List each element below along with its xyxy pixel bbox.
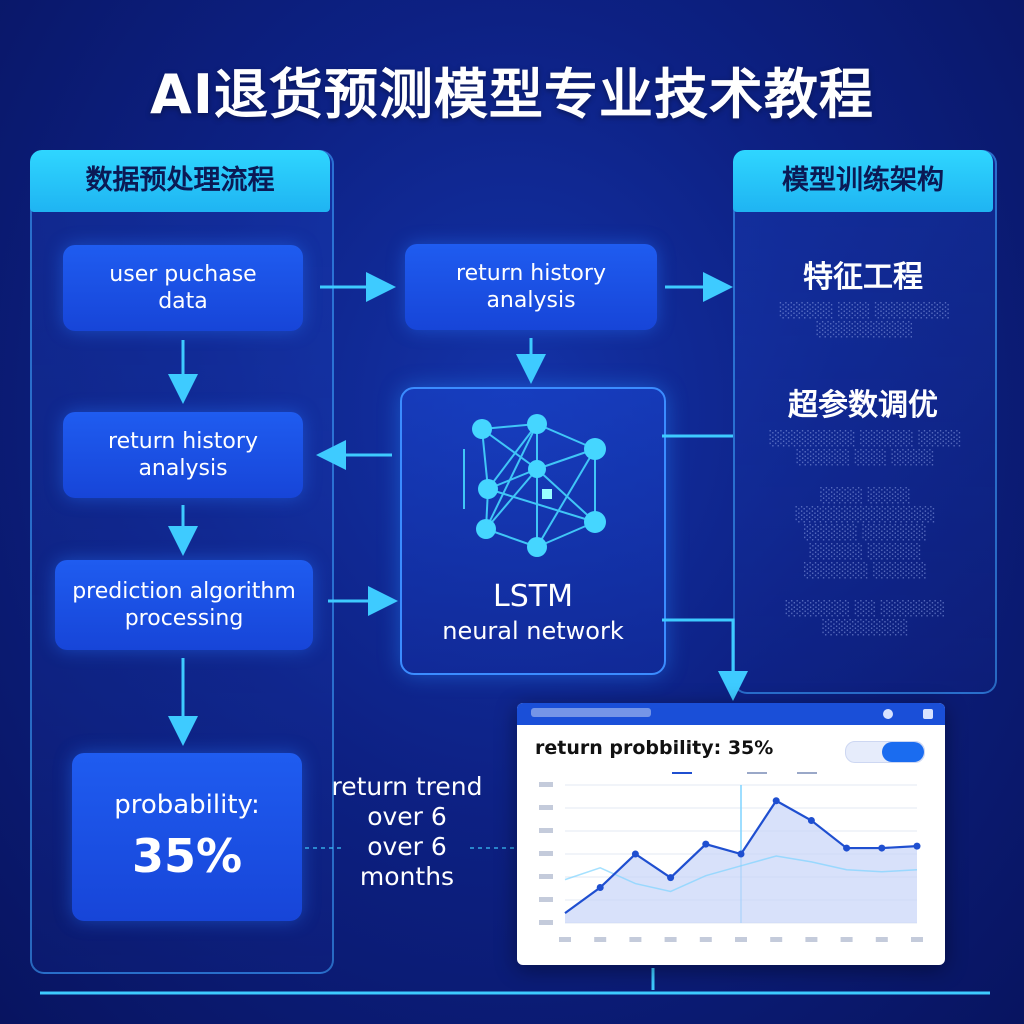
node-label: return history analysis: [456, 260, 606, 314]
x-tick-label: [875, 937, 888, 942]
page-title: AI退货预测模型专业技术教程: [150, 63, 874, 126]
node-label: user puchase data: [109, 261, 257, 315]
lstm-subtitle: neural network: [442, 617, 624, 645]
data-point: [807, 816, 815, 824]
series-area: [565, 800, 917, 923]
node-label: prediction algorithm processing: [72, 578, 296, 632]
x-tick-label: [805, 937, 818, 942]
node-return-history-middle[interactable]: return history analysis: [405, 244, 657, 330]
y-tick-label: [539, 828, 553, 833]
lstm-block[interactable]: LSTM neural network: [400, 387, 666, 675]
hyperparameter-tuning-heading: 超参数调优: [788, 388, 938, 423]
trend-line-2: over 6: [367, 802, 447, 831]
data-point: [631, 850, 639, 858]
feature-engineering-heading: 特征工程: [803, 260, 923, 295]
x-tick-label: [911, 937, 923, 942]
x-tick-label: [840, 937, 853, 942]
neural-network-icon: [463, 414, 606, 557]
series-line-secondary: [564, 855, 918, 893]
preprocessing-panel-header: 数据预处理流程: [30, 150, 330, 212]
trend-line-4: months: [359, 862, 455, 891]
x-tick-label: [559, 937, 571, 942]
y-tick-label: [539, 874, 553, 879]
line-chart: [539, 772, 923, 942]
trend-line-3: over 6: [367, 832, 447, 861]
toggle-active-segment: [882, 742, 924, 762]
data-point: [596, 884, 604, 892]
x-tick-label: [664, 937, 677, 942]
node-user-purchase-data[interactable]: user puchase data: [63, 245, 303, 331]
titlebar-text-placeholder: [531, 708, 651, 717]
result-probability-card: probability: 35%: [72, 753, 302, 921]
data-point: [913, 842, 921, 850]
x-tick-label: [594, 937, 607, 942]
training-panel: [733, 150, 997, 694]
data-point: [667, 874, 675, 882]
x-tick-label: [699, 937, 712, 942]
chart-window-titlebar: [517, 703, 945, 725]
feature-engineering-text: ░░░░░ ░░░ ░░░░░░░░░░░░░░░░: [779, 303, 951, 338]
chart-window: return probbility: 35%: [517, 703, 945, 965]
node-label: return history analysis: [108, 428, 258, 482]
y-tick-label: [539, 897, 553, 902]
data-point: [737, 850, 745, 858]
x-tick-label: [629, 937, 642, 942]
probability-value: 35%: [131, 828, 243, 883]
window-menu-icon[interactable]: [923, 709, 933, 719]
lstm-title: LSTM: [493, 579, 573, 614]
trend-line-1: return trend: [331, 772, 483, 801]
return-trend-text: return trend over 6 over 6 months: [322, 772, 492, 892]
y-tick-label: [539, 805, 553, 810]
chart-toggle[interactable]: [845, 741, 925, 763]
hyperparameter-text: ░░░░░░░░ ░░░░░ ░░░░░░░░░ ░░░ ░░░░░░░░ ░░…: [769, 431, 962, 636]
probability-label: probability:: [114, 790, 260, 820]
y-tick-label: [539, 782, 553, 787]
chart-title: return probbility: 35%: [535, 737, 774, 759]
node-prediction-algorithm[interactable]: prediction algorithm processing: [55, 560, 313, 650]
x-tick-label: [735, 937, 747, 942]
training-panel-header: 模型训练架构: [733, 150, 993, 212]
x-tick-label: [770, 937, 783, 942]
window-control-icon[interactable]: [883, 709, 893, 719]
data-point: [772, 797, 780, 805]
y-tick-label: [539, 851, 553, 856]
data-point: [702, 840, 710, 848]
node-return-history-left[interactable]: return history analysis: [63, 412, 303, 498]
data-point: [878, 844, 886, 852]
data-point: [843, 844, 851, 852]
y-tick-label: [539, 920, 553, 925]
